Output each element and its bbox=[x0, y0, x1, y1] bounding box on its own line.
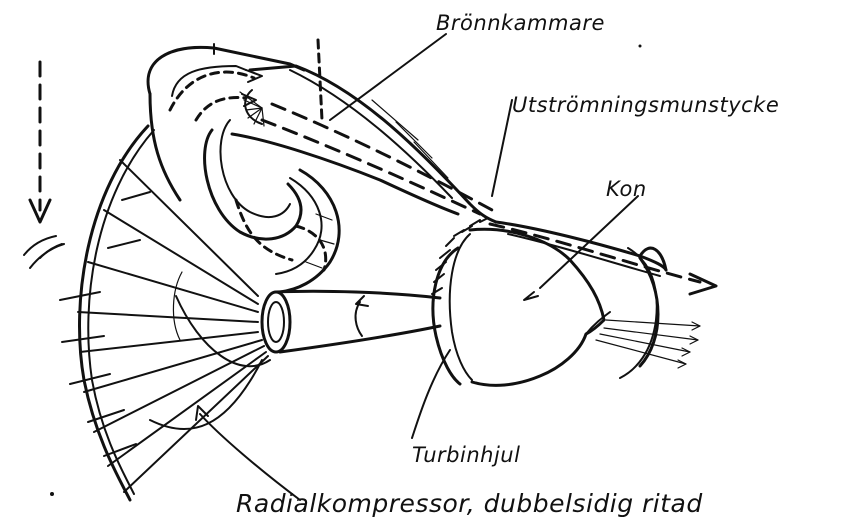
shaft bbox=[262, 291, 440, 352]
label-exhaust-nozzle: Utströmningsmunstycke bbox=[512, 93, 779, 117]
dot-mark bbox=[50, 492, 54, 496]
exhaust-streamlines bbox=[596, 320, 700, 368]
exhaust-nozzle bbox=[470, 222, 666, 385]
intake-arcs bbox=[24, 236, 64, 268]
radial-compressor bbox=[60, 126, 270, 500]
inflow-arrow bbox=[30, 62, 50, 222]
label-turbine-wheel: Turbinhjul bbox=[412, 443, 520, 467]
dot-mark bbox=[639, 45, 642, 48]
label-cone: Kon bbox=[606, 177, 647, 201]
transition-duct bbox=[232, 66, 496, 222]
label-radial-compressor: Radialkompressor, dubbelsidig ritad bbox=[236, 489, 703, 518]
turbine-wheel bbox=[432, 218, 488, 384]
label-combustion-chamber: Brönnkammare bbox=[436, 11, 605, 35]
